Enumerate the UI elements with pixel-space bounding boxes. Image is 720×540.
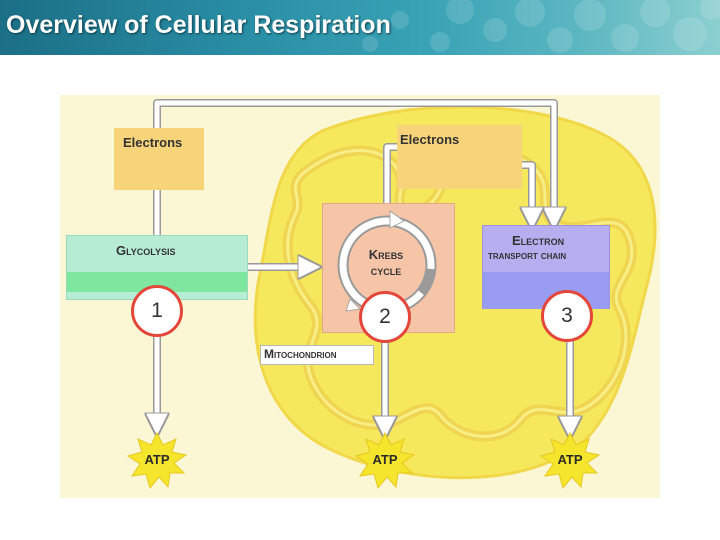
atp-burst-2	[354, 431, 416, 490]
atp-label-3: ATP	[557, 452, 583, 467]
electrons-center-label: Electrons	[400, 132, 460, 147]
mitochondrion-label-box	[260, 345, 374, 365]
step-circle-3: 3	[541, 290, 593, 342]
step-circle-1: 1	[131, 285, 183, 337]
electrons-box-left	[114, 128, 204, 190]
step-circle-2: 2	[359, 291, 411, 343]
slide-title: Overview of Cellular Respiration	[6, 11, 391, 39]
atp-label-1: ATP	[144, 452, 170, 467]
electrons-left-label: Electrons	[123, 135, 183, 150]
glycolysis-label: Glycolysis	[116, 243, 176, 258]
etc-label-line2: transport chain	[488, 250, 567, 262]
title-bar-texture	[362, 0, 720, 53]
mitochondrion-label: Mitochondrion	[264, 347, 337, 361]
electrons-box-center	[397, 125, 522, 189]
etc-label-line1: Electron	[512, 233, 565, 248]
atp-burst-3	[539, 431, 601, 490]
krebs-label-line1: Krebs	[368, 247, 404, 262]
krebs-label-line2: cycle	[370, 263, 402, 278]
slide-title-bar: Overview of Cellular Respiration	[0, 0, 720, 55]
atp-burst-1	[126, 431, 188, 490]
cellular-respiration-diagram: Electrons Electrons Glycolysis Krebs cyc…	[60, 95, 660, 498]
atp-label-2: ATP	[372, 452, 398, 467]
